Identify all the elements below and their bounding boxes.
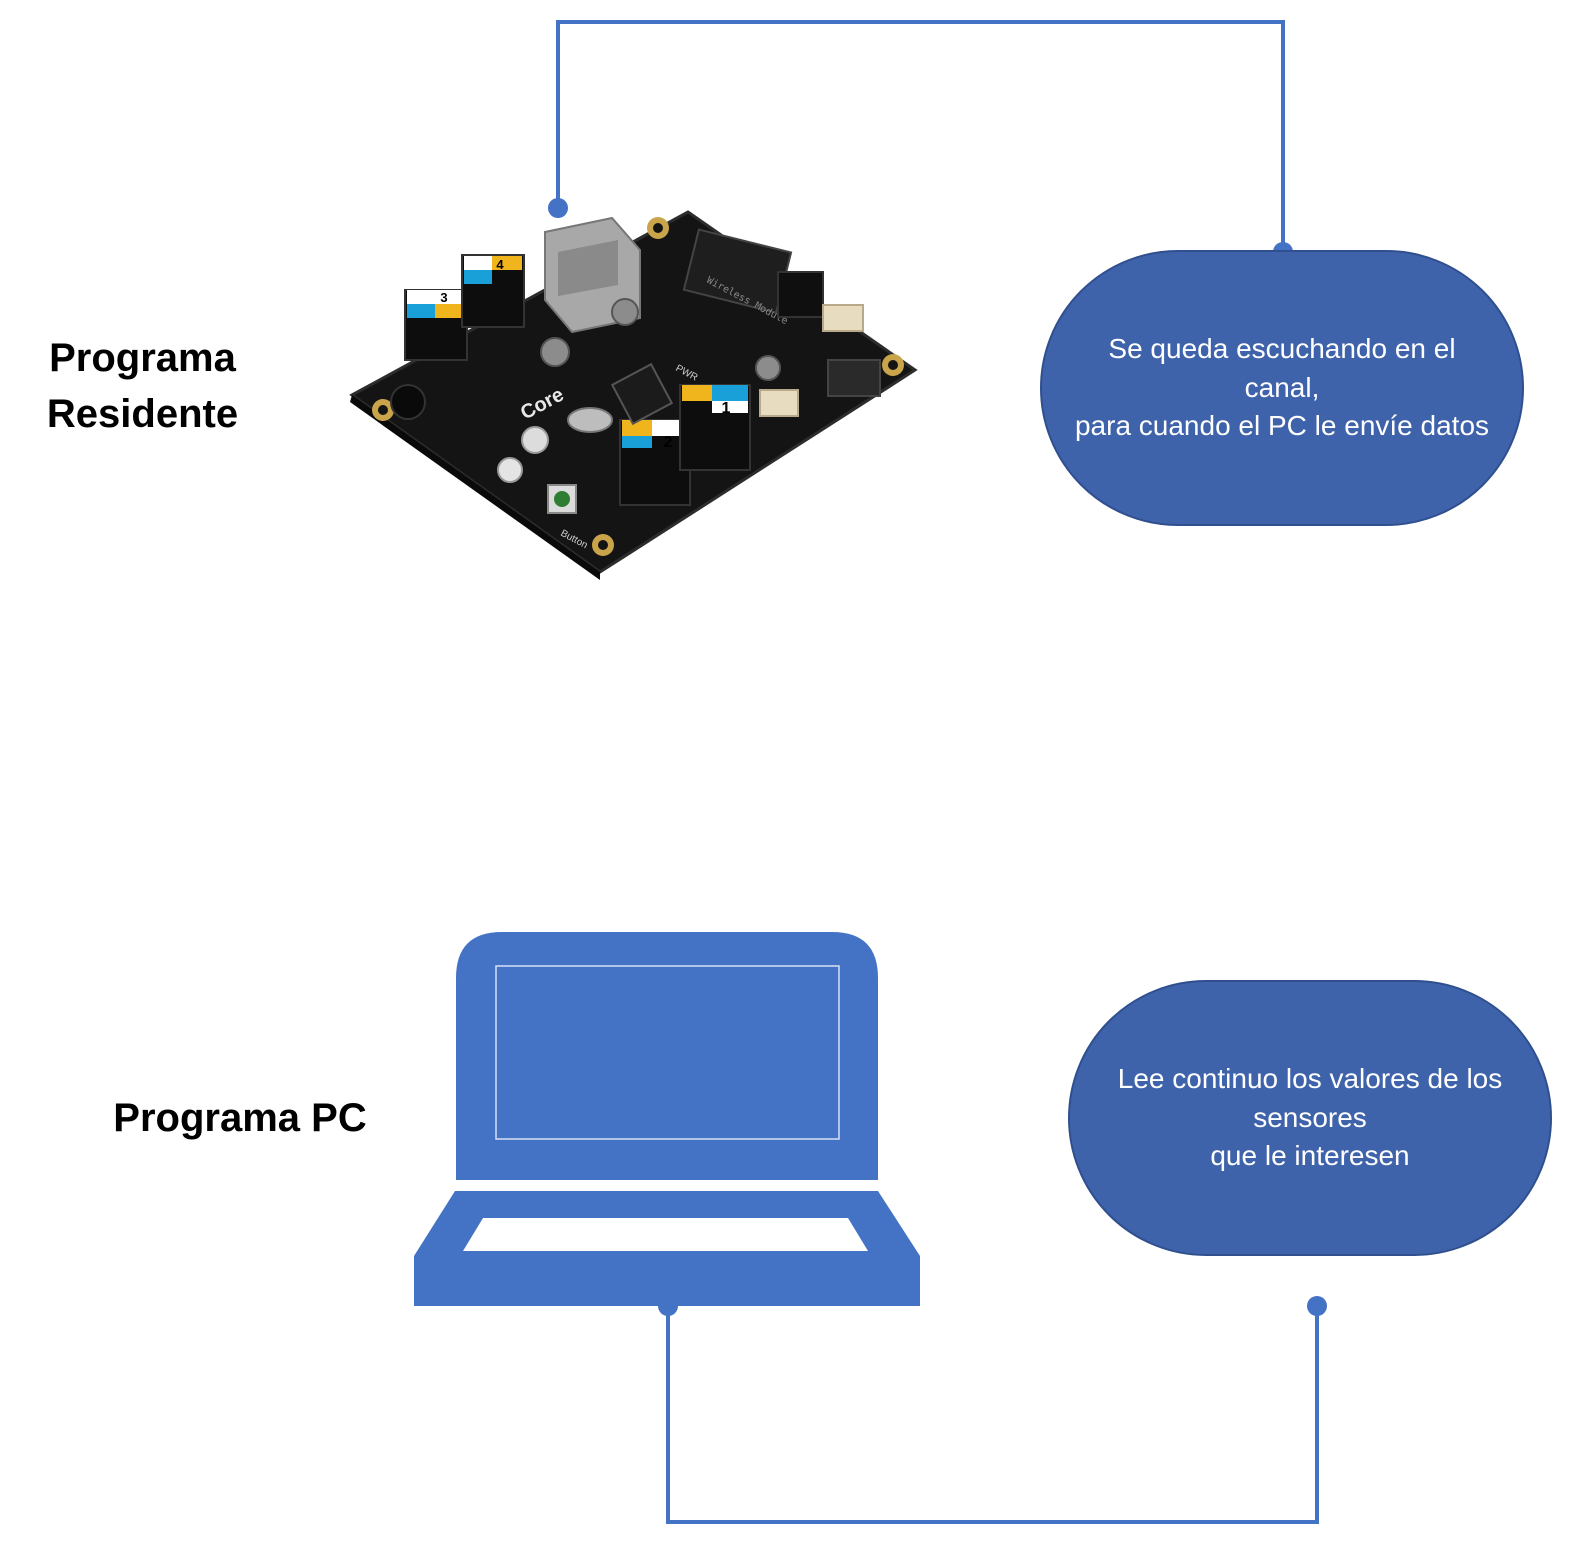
circuit-board-image: Wireless Module 3 4 2 1 bbox=[349, 210, 918, 580]
connector-bottom-end-dot bbox=[1307, 1296, 1327, 1316]
process-box-text: para cuando el PC le envíe datos bbox=[1074, 410, 1490, 442]
laptop-keyboard bbox=[463, 1218, 868, 1251]
process-box-text: que le interesen bbox=[1210, 1140, 1410, 1172]
led bbox=[521, 426, 549, 454]
connector-top bbox=[556, 20, 1285, 252]
process-box-text: Lee continuo los valores de los bbox=[1117, 1063, 1503, 1095]
process-box-pc: Lee continuo los valores de los sensores… bbox=[1068, 980, 1552, 1256]
rj-port-3: 3 bbox=[404, 289, 468, 361]
power-jack bbox=[777, 271, 824, 318]
process-box-text: Se queda escuchando en el canal, bbox=[1108, 333, 1456, 403]
motor-connector bbox=[759, 389, 799, 417]
label-programa-residente: Programa Residente bbox=[20, 330, 265, 442]
laptop-icon bbox=[414, 932, 920, 1306]
laptop-screen bbox=[495, 965, 840, 1140]
label-line: Residente bbox=[46, 392, 239, 436]
crystal bbox=[567, 407, 613, 433]
buzzer bbox=[390, 384, 426, 420]
port-number: 2 bbox=[664, 434, 673, 451]
microcontroller-chip bbox=[610, 362, 674, 426]
connector-top-start-dot bbox=[548, 198, 568, 218]
process-box-resident: Se queda escuchando en el canal, para cu… bbox=[1040, 250, 1524, 526]
rj-port-4: 4 bbox=[461, 254, 525, 328]
label-programa-pc: Programa PC bbox=[113, 1096, 367, 1140]
port-number: 1 bbox=[722, 400, 731, 417]
led bbox=[497, 457, 523, 483]
label-line: Programa bbox=[49, 336, 236, 380]
connector-bottom bbox=[666, 1306, 1319, 1524]
rj-port-1: 1 bbox=[679, 384, 751, 471]
port-number: 3 bbox=[440, 290, 447, 305]
capacitor bbox=[755, 355, 781, 381]
capacitor bbox=[540, 337, 570, 367]
slide-switch bbox=[827, 359, 881, 397]
capacitor bbox=[611, 298, 639, 326]
port-number: 4 bbox=[496, 257, 504, 272]
process-box-text: sensores bbox=[1253, 1101, 1367, 1133]
battery-connector bbox=[822, 304, 864, 332]
